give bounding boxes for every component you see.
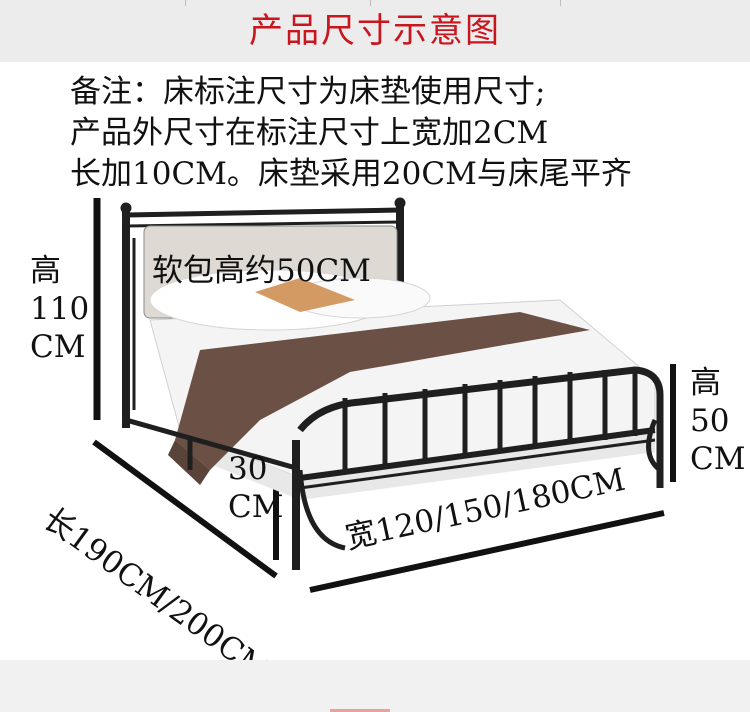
accent-pillow <box>255 278 355 312</box>
length-dimension-line <box>92 439 278 579</box>
height-unit: CM <box>690 441 746 477</box>
banner-accent <box>330 709 390 712</box>
width-dimension-line <box>309 510 665 593</box>
foot-height-label: 高 50 CM <box>690 364 745 478</box>
banner-divider <box>185 0 186 6</box>
height-value: 110 <box>30 291 90 327</box>
page-title: 产品尺寸示意图 <box>249 11 501 51</box>
soft-pack-label: 软包高约50CM <box>152 253 371 289</box>
leg-unit: CM <box>228 489 284 525</box>
note-line-2: 产品外尺寸在标注尺寸上宽加2CM <box>70 115 549 151</box>
banner-divider <box>560 0 561 6</box>
note-line-1: 备注：床标注尺寸为床垫使用尺寸; <box>70 74 546 110</box>
banner-divider <box>370 0 371 6</box>
note-line-3: 长加10CM。床垫采用20CM与床尾平齐 <box>70 156 632 192</box>
height-value: 50 <box>690 403 730 439</box>
bottom-banner <box>0 660 750 712</box>
footboard-bars <box>342 370 638 472</box>
top-banner <box>0 0 750 62</box>
leg-value: 30 <box>228 451 268 487</box>
leg-height-label: 30 CM <box>228 450 283 526</box>
blanket <box>175 312 590 470</box>
headboard-height-label: 高 110 CM <box>30 252 89 366</box>
height-char: 高 <box>30 253 61 289</box>
height-char: 高 <box>690 365 721 401</box>
side-rail <box>125 417 297 471</box>
height-unit: CM <box>30 329 86 365</box>
